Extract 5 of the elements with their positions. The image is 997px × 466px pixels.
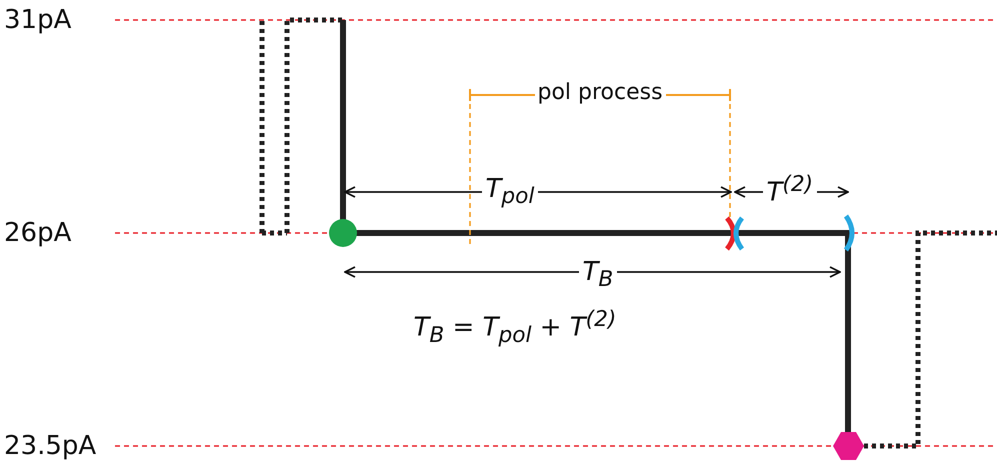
bracket-label: pol process	[534, 82, 666, 104]
current-level-label: 26pA	[4, 220, 74, 246]
current-level-label: 31pA	[4, 7, 74, 33]
dimension-label: T$_{pol}$	[482, 176, 538, 208]
current-level-label: 23.5pA	[4, 433, 98, 459]
